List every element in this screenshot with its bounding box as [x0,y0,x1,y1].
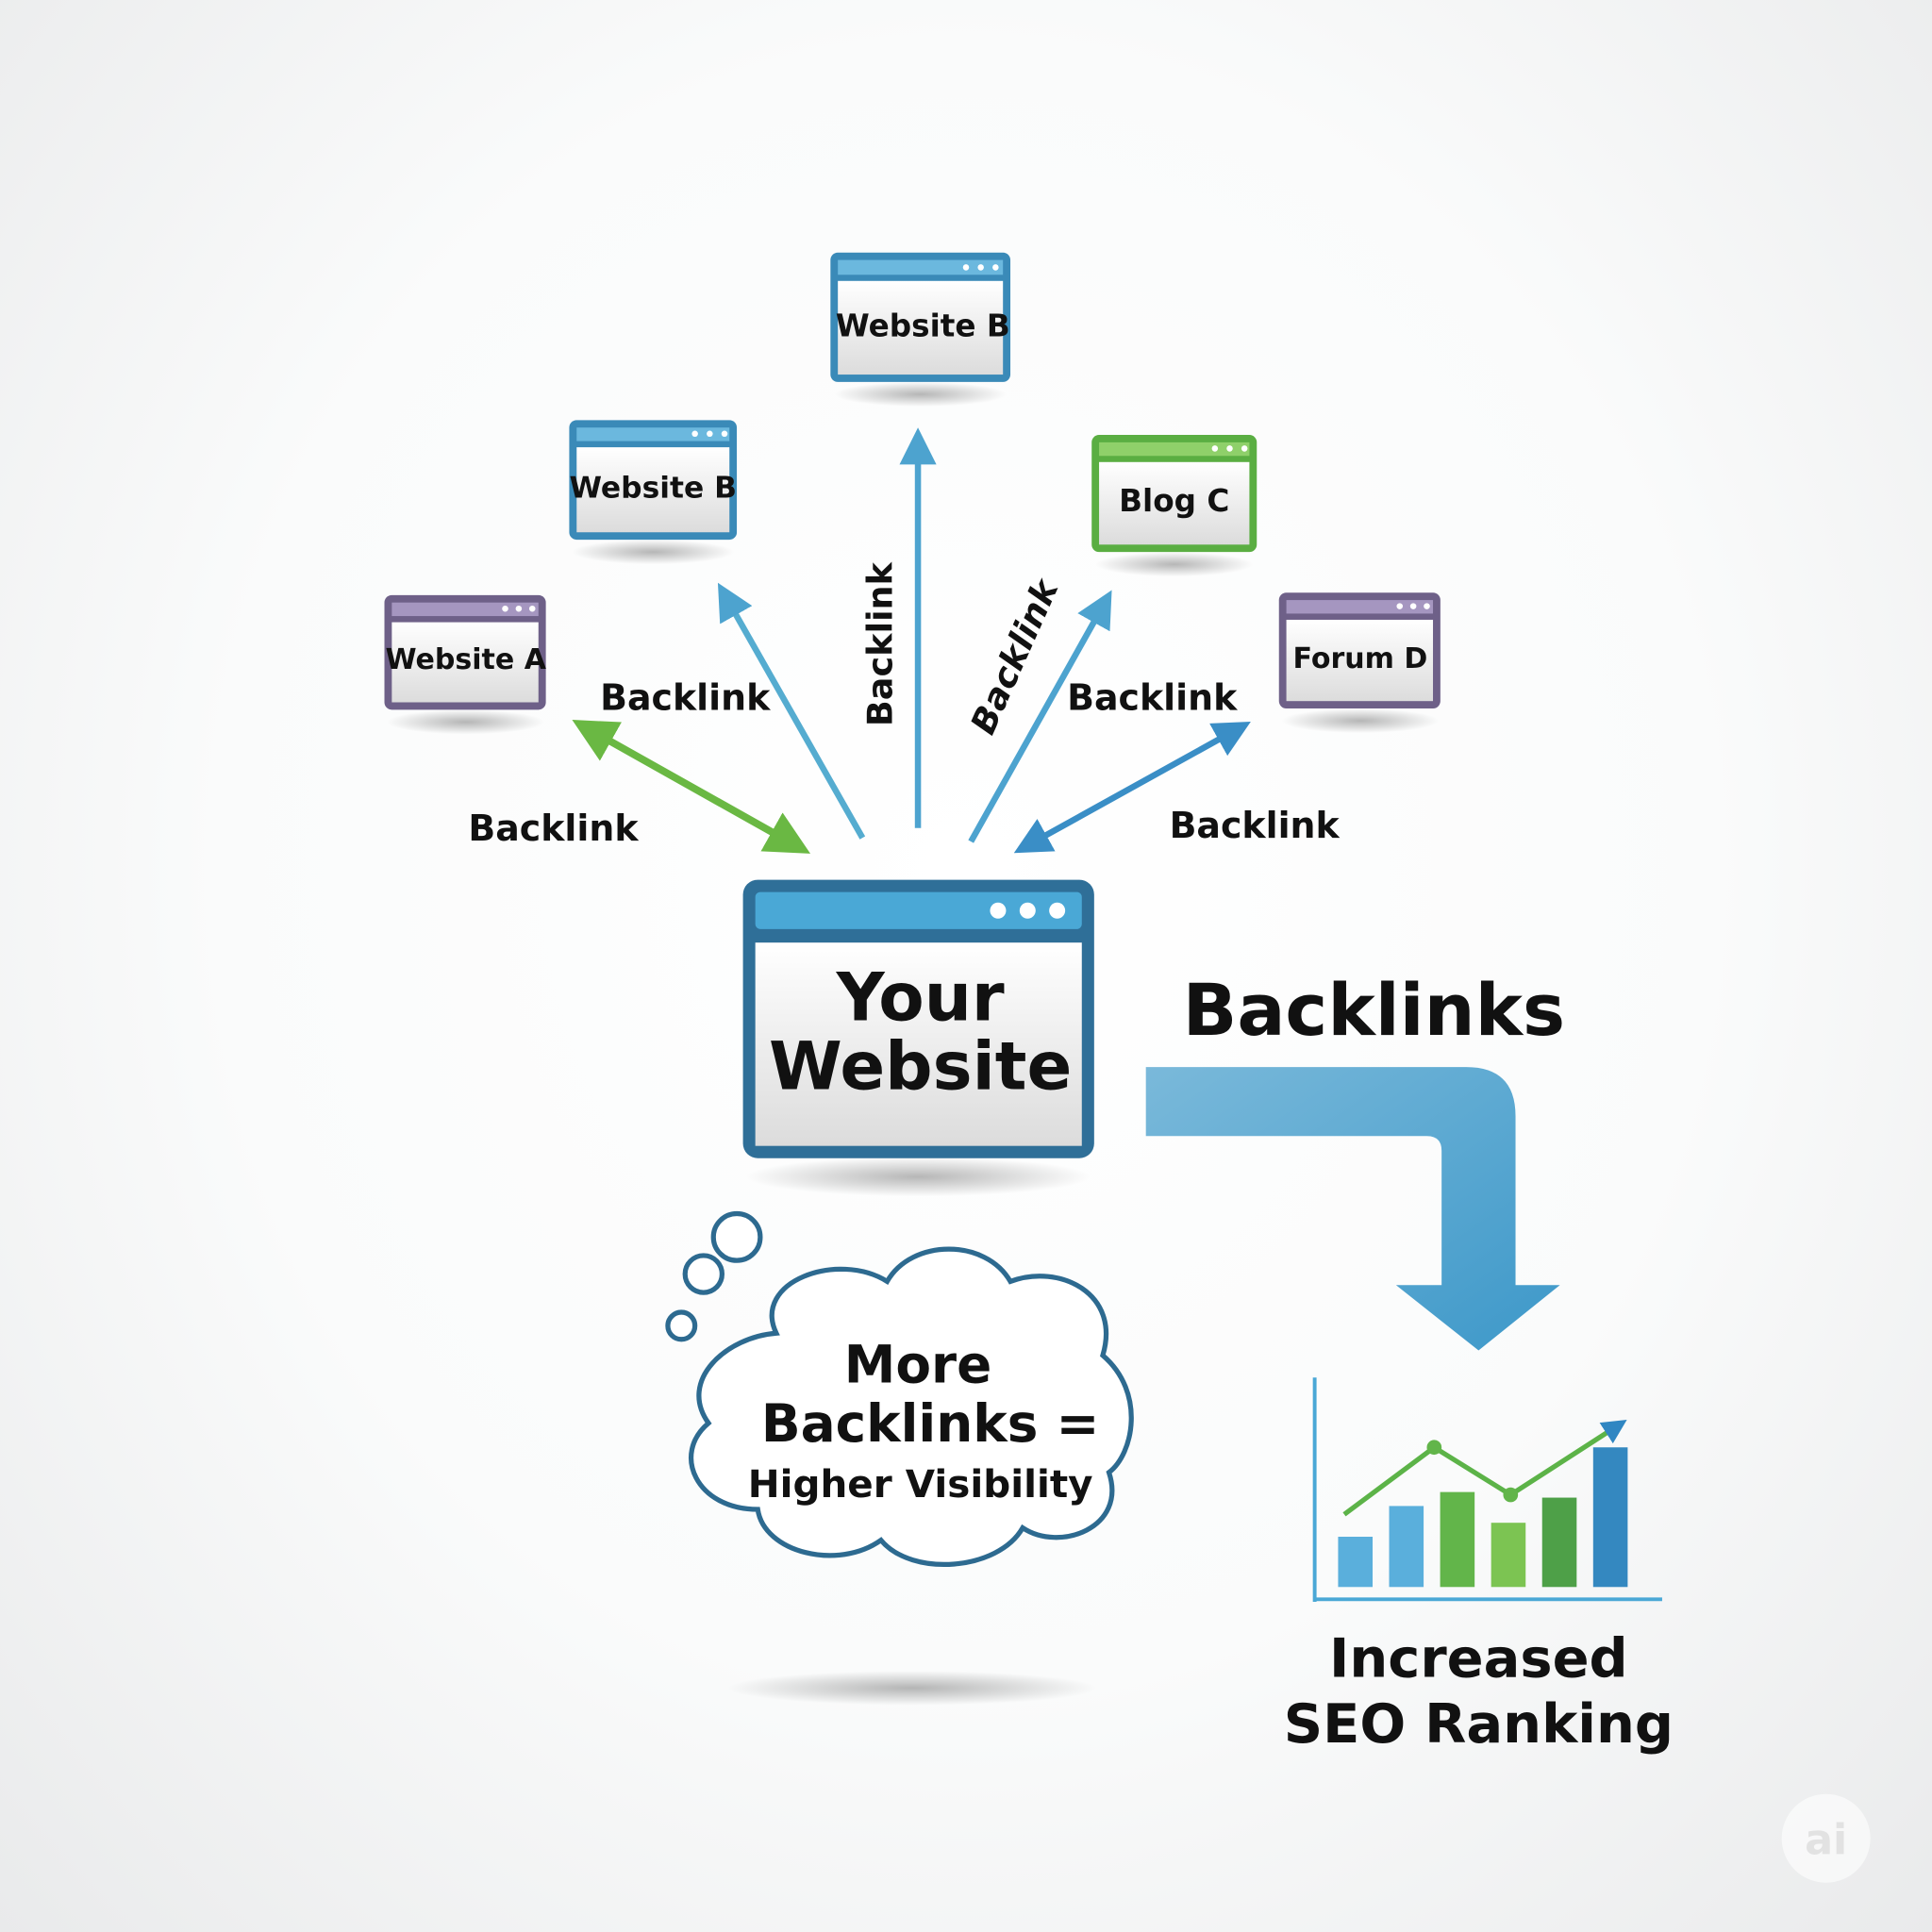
chart-trend-point [1503,1487,1519,1503]
site-label: Website A [385,643,546,676]
chart-trend-point [1426,1440,1442,1456]
site-label: Website B [569,472,737,506]
backlink-arrow-website-a [572,720,811,854]
backlink-label: Backlink [1067,676,1238,718]
result-line1: Increased [1329,1627,1628,1690]
backlink-label: Backlink [600,676,771,718]
backlink-label: Backlink [860,560,901,726]
center-title-line1: Your [836,958,1005,1036]
site-window-website-b-top: Website B [830,252,1011,382]
site-label: Blog C [1119,483,1229,519]
backlink-label: Backlink [468,808,639,849]
thought-line2: Backlinks = [761,1393,1100,1454]
site-label: Forum D [1293,642,1428,675]
chart-bar [1389,1506,1424,1588]
site-window-website-b: Website B [569,420,738,541]
thought-cloud: More Backlinks = Higher Visibility [665,1210,1134,1567]
chart-trend-line [1342,1419,1627,1517]
your-website-window: Your Website [742,879,1094,1158]
backlink-label: Backlink [1170,805,1341,846]
backlink-arrow-forum-d [1013,722,1251,854]
seo-chart [1312,1377,1662,1602]
chart-bar [1338,1536,1374,1588]
thought-line1: More [844,1334,992,1394]
backlink-label: Backlink [962,572,1067,741]
site-label: Website B [836,308,1010,344]
watermark-text: ai [1805,1817,1847,1865]
chart-bar [1440,1491,1475,1588]
chart-bar [1592,1447,1628,1588]
watermark-badge [1781,1793,1871,1883]
flow-arrow [1145,1067,1560,1351]
backlinks-heading: Backlinks [1183,969,1565,1052]
backlink-arrow-website-b [717,582,866,840]
chart-bar [1491,1523,1526,1588]
site-window-forum-d: Forum D [1278,592,1441,709]
site-window-website-a: Website A [384,594,547,710]
center-title-line2: Website [769,1028,1072,1106]
site-window-blog-c: Blog C [1091,435,1257,553]
result-line2: SEO Ranking [1284,1692,1674,1756]
chart-bar [1541,1497,1577,1588]
thought-line3: Higher Visibility [748,1461,1093,1507]
